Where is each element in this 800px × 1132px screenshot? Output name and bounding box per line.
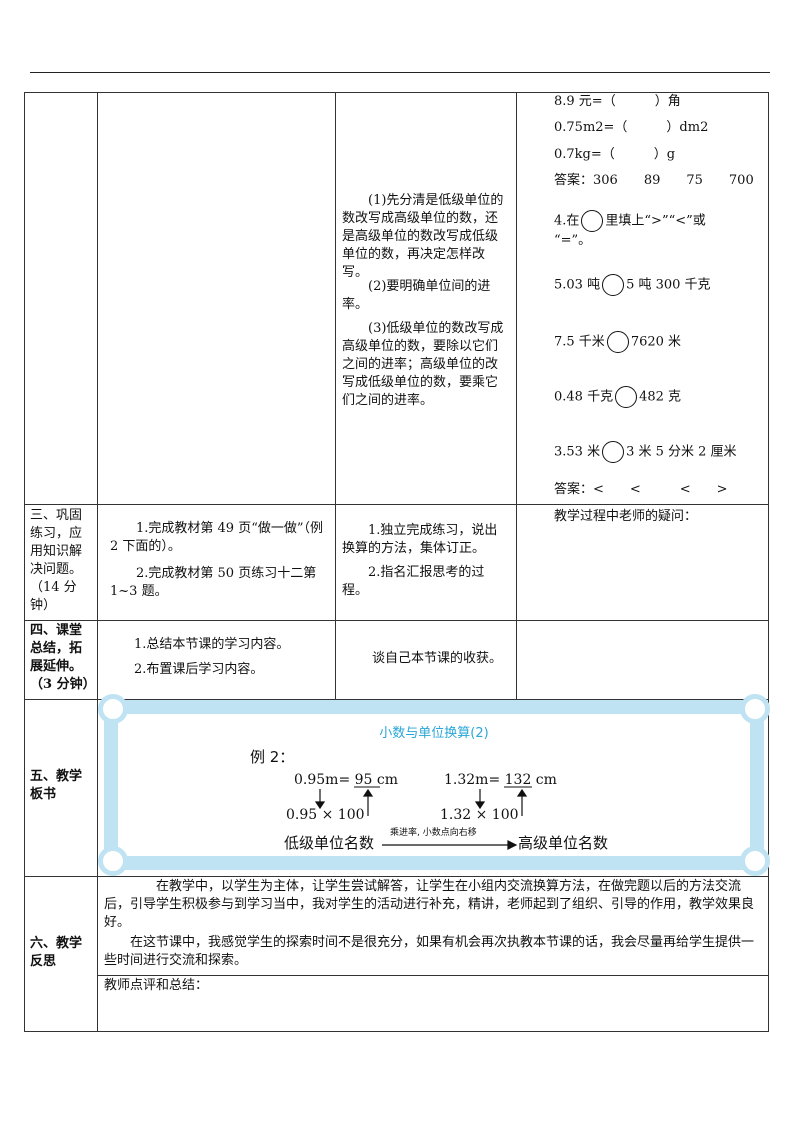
compare-right: 7620 米: [630, 334, 682, 350]
corner-ornament: [740, 846, 770, 876]
student-task-2: 2.指名汇报思考的过程。: [342, 565, 485, 598]
circle-icon: [615, 386, 638, 408]
stage-consolidate-time: （14 分钟）: [30, 580, 77, 613]
board-low-unit: 低级单位名数: [284, 834, 375, 852]
question-4-prefix: 4.在: [554, 213, 580, 229]
compare-right: 3 米 5 分米 2 厘米: [626, 444, 737, 460]
board-example-label: 例 2：: [250, 748, 295, 766]
question-4-instruction: 里填上“>”“<”或: [605, 213, 706, 229]
corner-ornament: [740, 694, 770, 724]
corner-ornament: [98, 694, 128, 724]
teacher-task-2: 2.完成教材第 50 页练习十二第 1~3 题。: [110, 566, 317, 599]
reflection-paragraph-2: 在这节课中，我感觉学生的探索时间不是很充分，如果有机会再次执教本节课的话，我会尽…: [104, 935, 755, 968]
stage-summary: 四、课堂总结，拓展延伸。（3 分钟）: [30, 623, 96, 692]
circle-icon: [602, 274, 625, 296]
row-divider-3: [24, 699, 768, 700]
board-arrow-note: 乘进率, 小数点向右移: [390, 828, 477, 838]
answer-2: 答案：< < < >: [554, 482, 728, 497]
exercise-line-3: 0.7kg=（ ）g: [554, 147, 676, 162]
question-4: 4.在 里填上“>”“<”或: [554, 210, 706, 232]
summary-student: 谈自己本节课的收获。: [372, 651, 503, 666]
col-border-2: [335, 92, 336, 699]
teacher-question-note: 教学过程中老师的疑问：: [554, 509, 698, 524]
circle-icon: [602, 441, 625, 463]
compare-left: 0.48 千克: [554, 389, 614, 405]
board-calc-1: 0.95 × 100: [286, 807, 365, 823]
answer-1: 答案：306 89 75 700: [554, 173, 754, 188]
process-point-2: (2)要明确单位间的进率。: [342, 279, 491, 312]
blackboard-surface: [118, 714, 750, 856]
board-equation-1: 0.95m= 95 cm: [294, 772, 399, 788]
board-arrows: [314, 786, 532, 850]
exercise-line-1: 8.9 元=（ ）角: [554, 94, 681, 109]
summary-task-2: 2.布置课后学习内容。: [134, 662, 264, 677]
stage-board: 五、教学板书: [30, 769, 83, 802]
compare-right: 482 克: [639, 389, 682, 405]
exercise-line-2: 0.75m2=（ ）dm2: [554, 120, 709, 135]
teacher-comment-label: 教师点评和总结：: [104, 978, 209, 993]
compare-row-3: 0.48 千克 482 克: [554, 386, 681, 408]
col-border-right: [768, 92, 769, 1032]
circle-icon: [581, 210, 604, 232]
row-divider-4: [24, 876, 768, 877]
compare-row-1: 5.03 吨 5 吨 300 千克: [554, 274, 711, 296]
circle-icon: [606, 331, 629, 353]
blackboard-frame: 小数与单位换算(2) 例 2： 0.95m= 95 cm 1.32m= 132 …: [98, 694, 770, 876]
compare-row-4: 3.53 米 3 米 5 分米 2 厘米: [554, 441, 737, 463]
reflection-paragraph-1: 在教学中，以学生为主体，让学生尝试解答，让学生在小组内交流换算方法，在做完题以后…: [104, 879, 755, 930]
compare-right: 5 吨 300 千克: [626, 277, 711, 293]
table-bottom-border: [24, 1031, 768, 1032]
col-border-left: [24, 92, 25, 1032]
compare-row-2: 7.5 千米 7620 米: [554, 331, 681, 353]
board-high-unit: 高级单位名数: [518, 834, 609, 852]
col-border-1: [97, 92, 98, 1032]
compare-left: 3.53 米: [554, 444, 601, 460]
process-point-3: (3)低级单位的数改写成高级单位的数，要除以它们之间的进率；高级单位的改写成低级…: [342, 321, 504, 408]
row-divider-5: [97, 975, 768, 976]
board-title: 小数与单位换算(2): [379, 726, 489, 741]
board-equation-2: 1.32m= 132 cm: [444, 772, 557, 788]
row-divider-1: [24, 504, 768, 505]
stage-reflection: 六、教学反思: [30, 936, 83, 969]
col-border-3: [516, 92, 517, 699]
summary-task-1: 1.总结本节课的学习内容。: [134, 637, 290, 652]
corner-ornament: [98, 846, 128, 876]
table-top-border: [24, 92, 768, 93]
teacher-task-1: 1.完成教材第 49 页“做一做”（例 2 下面的）。: [110, 521, 324, 554]
board-calc-2: 1.32 × 100: [440, 807, 519, 823]
stage-consolidate: 三、巩固练习，应用知识解决问题。: [30, 508, 83, 577]
student-task-1: 1.独立完成练习，说出换算的方法，集体订正。: [342, 523, 498, 556]
compare-left: 7.5 千米: [554, 334, 605, 350]
process-point-1: (1)先分清是低级单位的数改写成高级单位的数，还是高级单位的数改写成低级单位的数…: [342, 193, 504, 280]
header-rule: [30, 72, 770, 73]
row-divider-2: [24, 620, 768, 621]
compare-left: 5.03 吨: [554, 277, 601, 293]
question-4-suffix: “=”。: [554, 233, 592, 248]
